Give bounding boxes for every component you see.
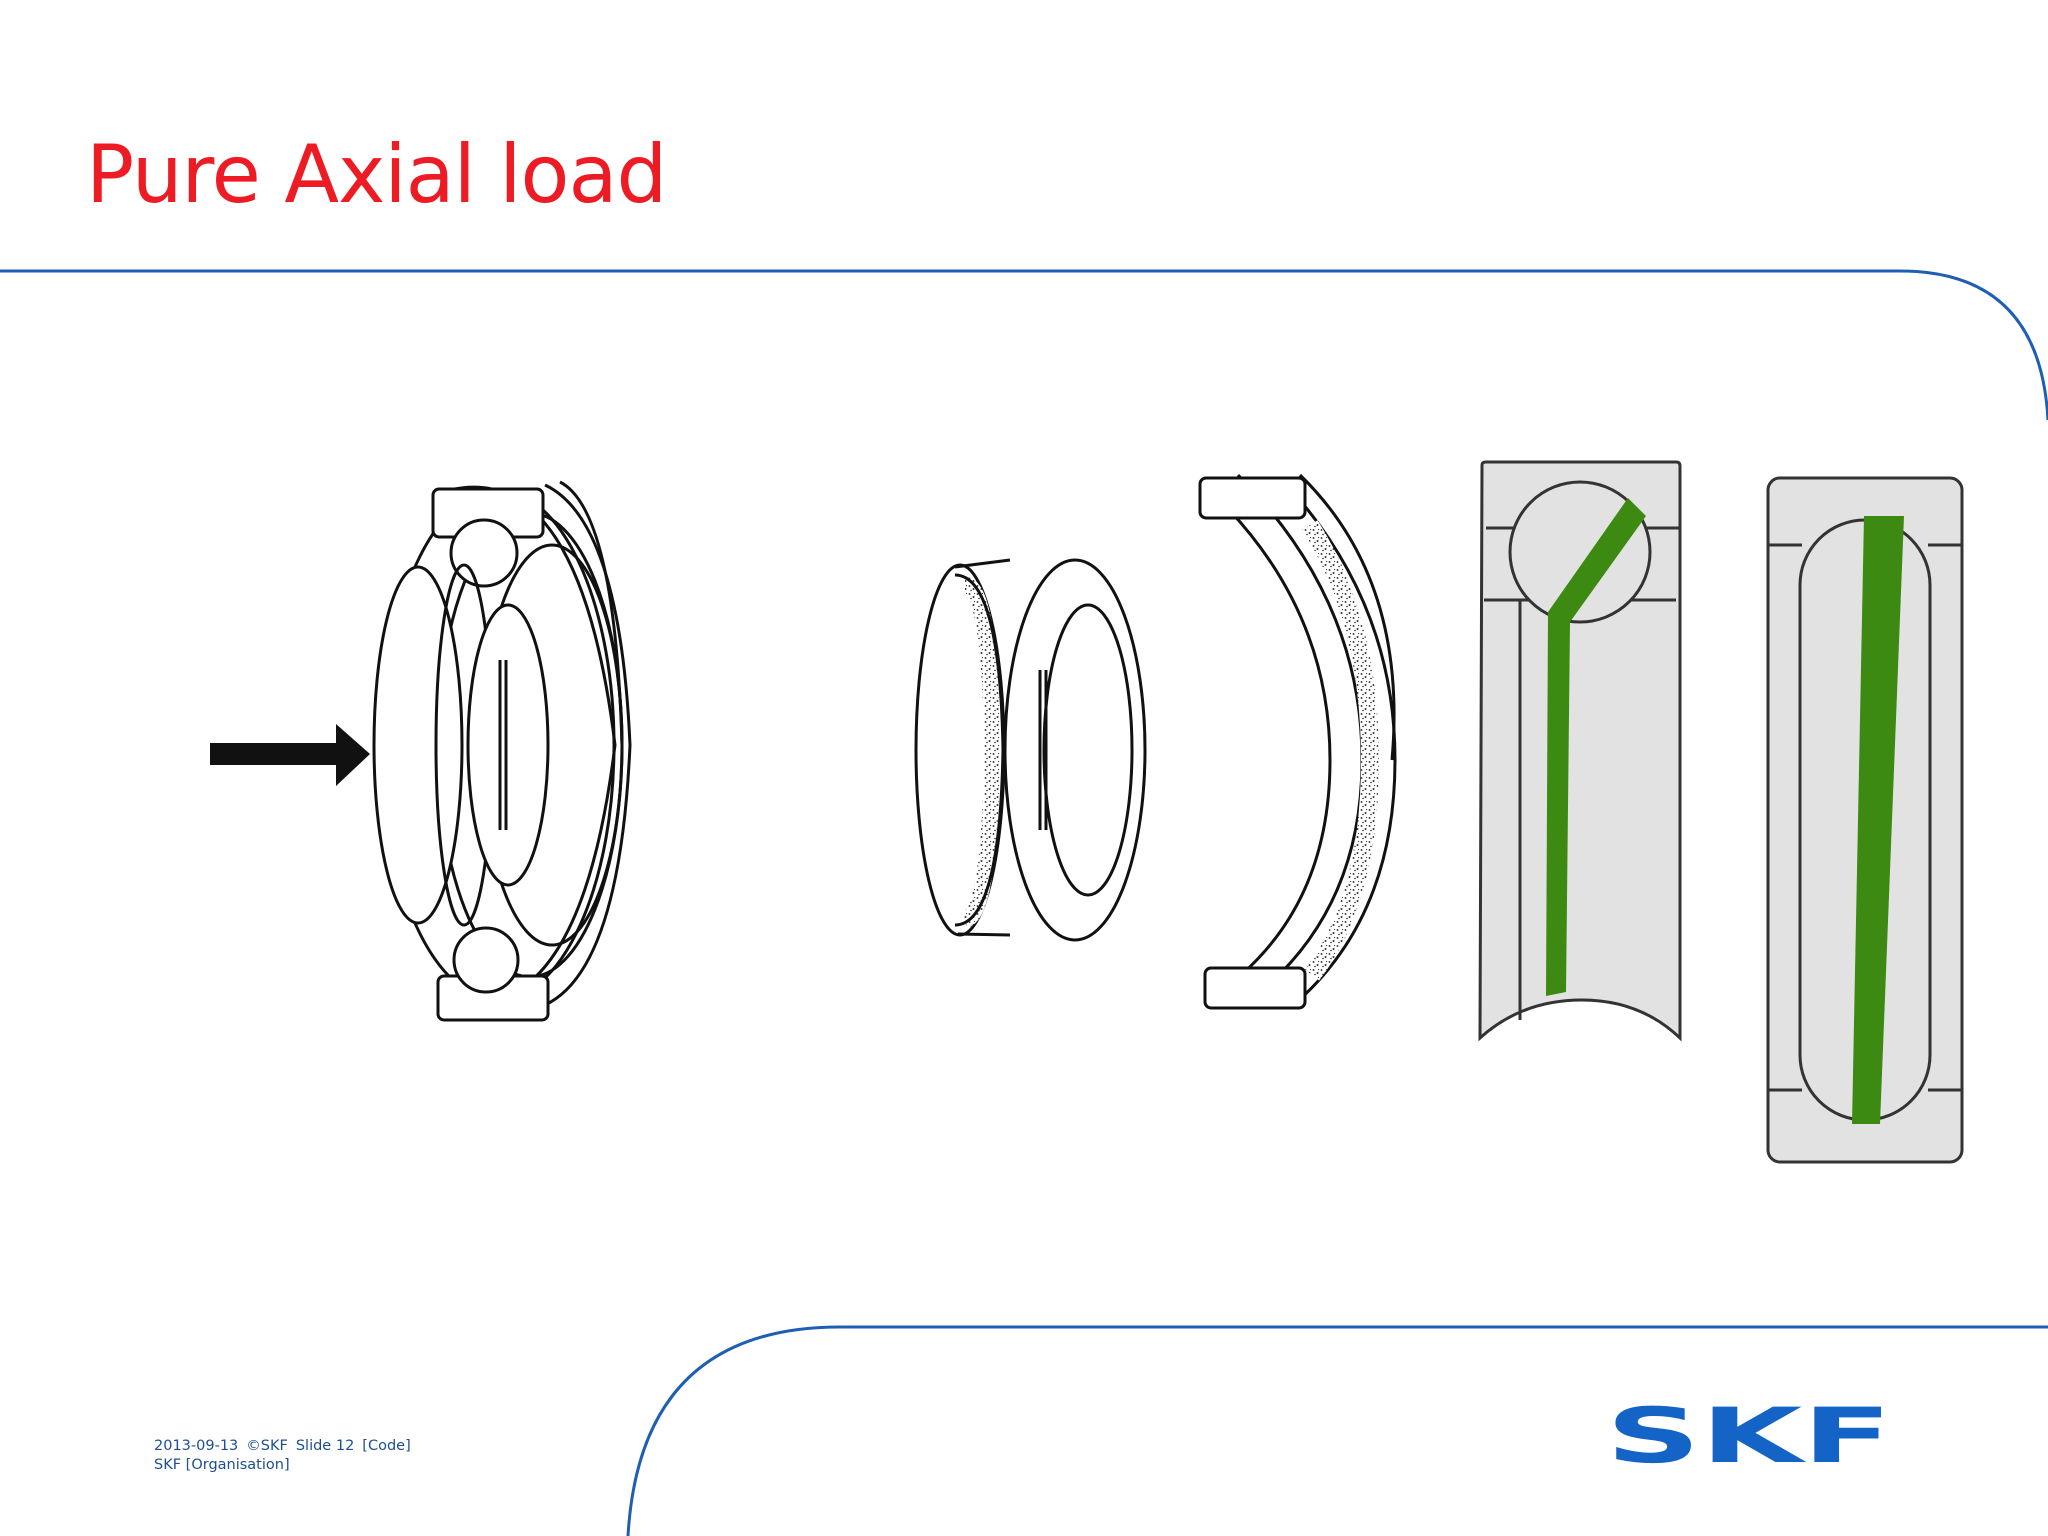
footer-organisation: SKF [Organisation] [154, 1457, 290, 1473]
section-axial [1766, 476, 1964, 1164]
assembled-bearing [372, 480, 632, 1022]
footer: 2013-09-13 ©SKF Slide 12 [Code] SKF [Organi… [154, 1437, 419, 1475]
footer-date: 2013-09-13 [154, 1438, 239, 1454]
arrow-right-icon [210, 724, 370, 786]
section-angular [1478, 460, 1682, 1042]
page-title: Pure Axial load [86, 128, 667, 221]
footer-copyright: ©SKF [246, 1438, 288, 1454]
footer-slide-number: Slide 12 [295, 1438, 355, 1454]
outer-ring [1198, 473, 1397, 1010]
svg-text:SKF: SKF [1606, 1400, 1892, 1468]
footer-line-1: 2013-09-13 ©SKF Slide 12 [Code] [154, 1437, 419, 1456]
footer-code: [Code] [362, 1438, 411, 1454]
inner-ring [914, 558, 1147, 942]
skf-logo: SKF [1606, 1400, 1892, 1468]
